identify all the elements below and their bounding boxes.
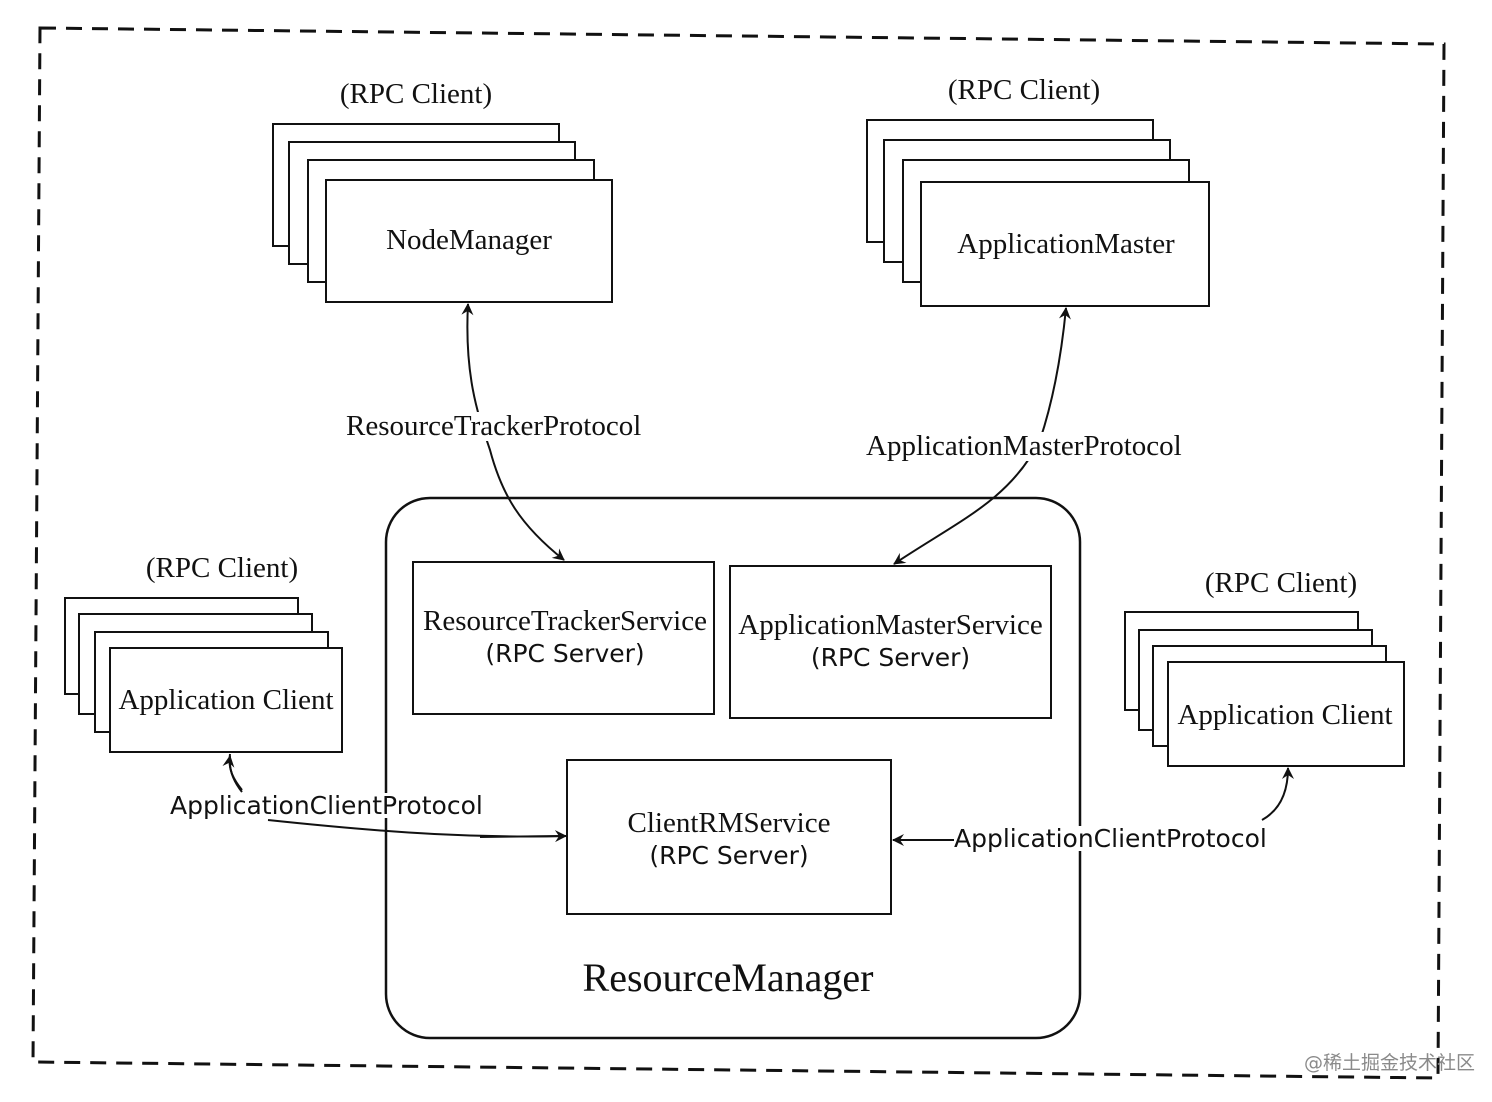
system-boundary bbox=[31, 26, 1446, 1080]
resource-tracker-service-box bbox=[412, 561, 715, 715]
client-rm-service-role: (RPC Server) bbox=[649, 840, 809, 870]
resource-tracker-service-role: (RPC Server) bbox=[485, 638, 645, 668]
node-manager-role-label: (RPC Client) bbox=[339, 78, 493, 110]
client-rm-service-name: ClientRMService bbox=[627, 807, 831, 839]
client-rm-service-box bbox=[566, 759, 892, 915]
resource-tracker-service: ResourceTrackerService (RPC Server) bbox=[413, 604, 717, 669]
app-client-left-arrowhead-up bbox=[222, 755, 243, 791]
app-client-right-role-label: (RPC Client) bbox=[1204, 567, 1358, 599]
application-client-protocol-right-label: ApplicationClientProtocol bbox=[954, 824, 1267, 853]
resource-manager-container bbox=[384, 496, 1082, 1040]
application-master-service-box bbox=[729, 565, 1052, 719]
resource-tracker-protocol-label: ResourceTrackerProtocol bbox=[346, 410, 642, 442]
app-client-left-label: Application Client bbox=[118, 684, 334, 716]
application-master-service-role: (RPC Server) bbox=[810, 642, 971, 672]
application-master-label: ApplicationMaster bbox=[957, 228, 1175, 260]
node-manager-label: NodeManager bbox=[386, 224, 552, 256]
app-client-left-arrowhead-right bbox=[479, 830, 567, 843]
application-client-protocol-left-label: ApplicationClientProtocol bbox=[170, 791, 483, 820]
app-client-right-stack bbox=[1124, 611, 1405, 767]
application-master-stack bbox=[866, 119, 1210, 307]
resource-manager-title: ResourceManager bbox=[582, 955, 874, 1000]
application-master-role-label: (RPC Client) bbox=[947, 74, 1101, 106]
node-manager-stack bbox=[272, 123, 613, 303]
watermark: @稀土掘金技术社区 bbox=[1304, 1052, 1476, 1074]
application-master-service: ApplicationMasterService (RPC Server) bbox=[730, 608, 1051, 673]
resource-tracker-arrow bbox=[461, 303, 565, 561]
resource-tracker-service-name: ResourceTrackerService bbox=[423, 605, 707, 637]
app-client-right-label: Application Client bbox=[1177, 699, 1393, 731]
application-master-service-name: ApplicationMasterService bbox=[738, 609, 1043, 641]
app-client-left-stack bbox=[64, 597, 343, 753]
app-client-right-arrowhead-up bbox=[1261, 767, 1294, 821]
client-rm-service: ClientRMService (RPC Server) bbox=[567, 806, 891, 871]
app-client-left-role-label: (RPC Client) bbox=[145, 552, 299, 584]
application-master-protocol-label: ApplicationMasterProtocol bbox=[866, 430, 1182, 462]
